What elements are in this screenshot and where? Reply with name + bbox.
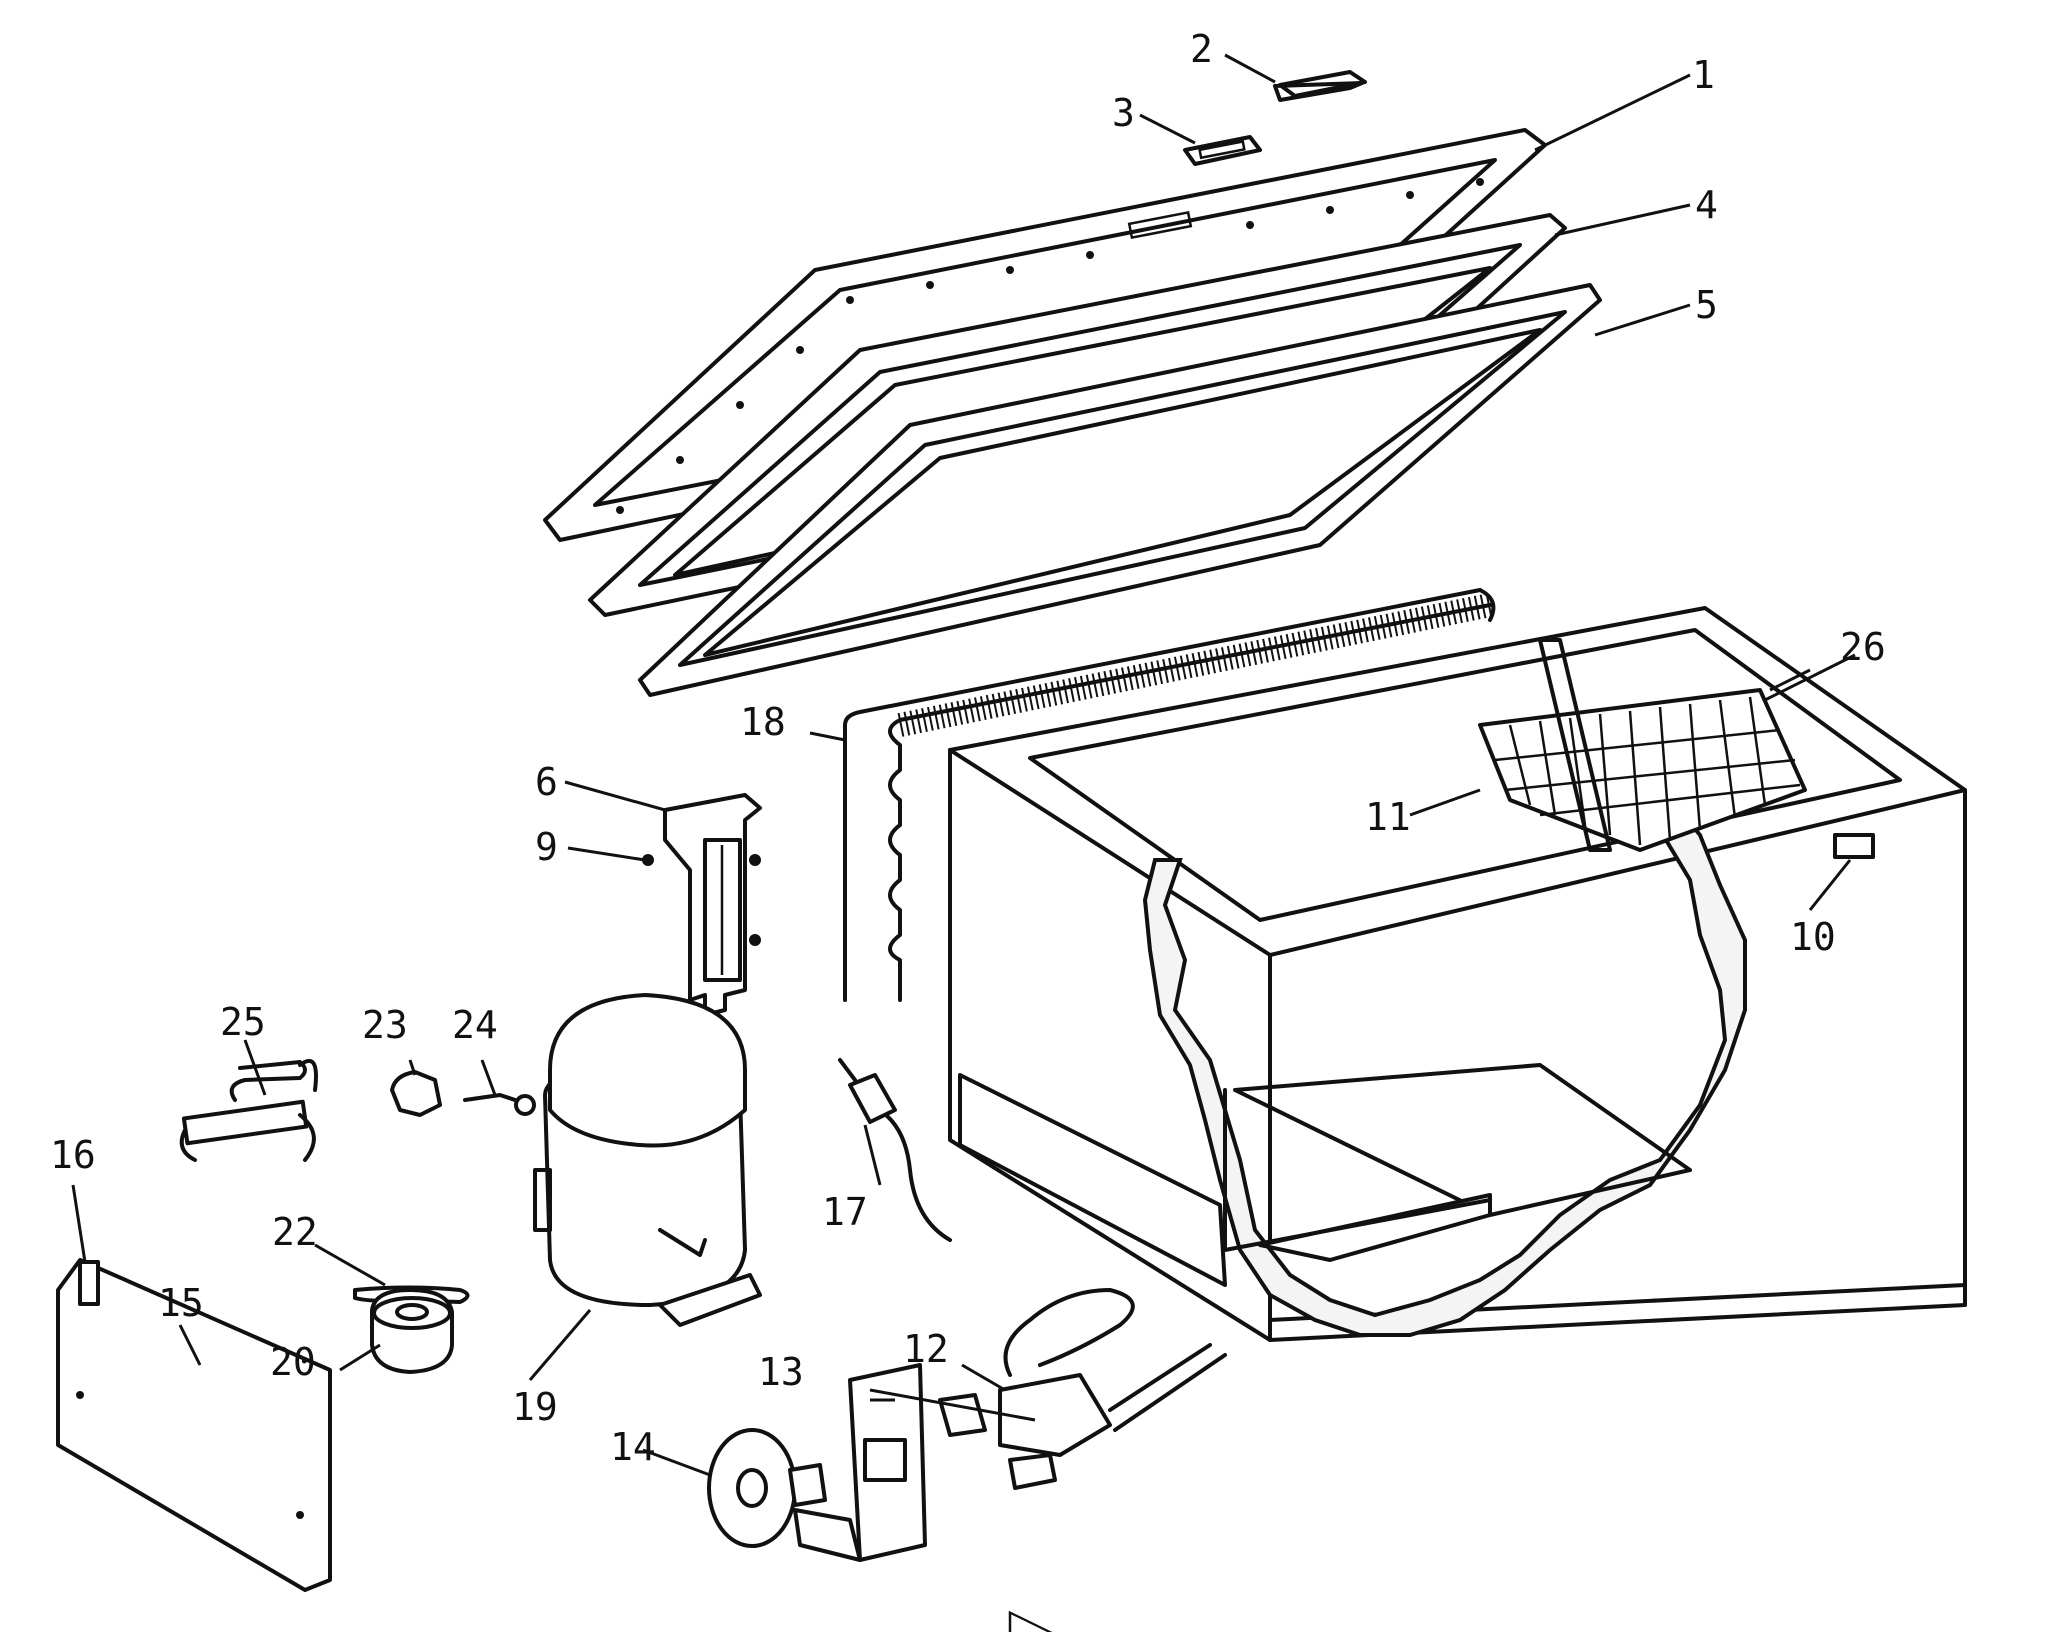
part-11-basket xyxy=(1478,638,1807,852)
part-18-condenser-coil xyxy=(843,588,1496,1002)
callout-14: 14 xyxy=(610,1425,656,1469)
part-14-knob xyxy=(707,1428,827,1548)
callout-16: 16 xyxy=(50,1133,96,1177)
callout-13: 13 xyxy=(758,1350,804,1394)
callout-26: 26 xyxy=(1840,625,1886,669)
callout-4: 4 xyxy=(1695,183,1718,227)
part-16-bracket xyxy=(78,1260,100,1306)
leader-lines xyxy=(71,53,1856,1477)
part-19-compressor xyxy=(533,993,762,1327)
callout-25: 25 xyxy=(220,1000,266,1044)
callout-2: 2 xyxy=(1190,27,1213,71)
callout-18: 18 xyxy=(740,700,786,744)
callout-10: 10 xyxy=(1790,915,1836,959)
part-10-label xyxy=(1833,833,1875,859)
part-17-power-cord xyxy=(838,1058,952,1242)
callout-labels: 1 2 3 4 5 6 9 10 11 12 13 14 15 16 17 18… xyxy=(50,27,1886,1469)
callout-23: 23 xyxy=(362,1003,408,1047)
part-24-wire xyxy=(463,1093,536,1116)
part-6-bracket xyxy=(663,793,762,1017)
callout-17: 17 xyxy=(822,1190,868,1234)
callout-9: 9 xyxy=(535,825,558,869)
part-20-grommet xyxy=(370,1288,454,1374)
part-12-cold-control xyxy=(938,1288,1227,1490)
callout-24: 24 xyxy=(452,1003,498,1047)
part-25-wire-harness xyxy=(179,1058,318,1162)
callout-5: 5 xyxy=(1695,283,1718,327)
part-26-cabinet xyxy=(948,606,1967,1632)
callout-20: 20 xyxy=(270,1340,316,1384)
callout-11: 11 xyxy=(1365,795,1411,839)
callout-12: 12 xyxy=(903,1327,949,1371)
part-2-cover xyxy=(1273,70,1367,102)
callout-6: 6 xyxy=(535,760,558,804)
part-23-overload xyxy=(390,1070,442,1117)
callout-1: 1 xyxy=(1692,53,1715,97)
part-13-control-bracket xyxy=(793,1363,927,1562)
part-5-gasket xyxy=(638,283,1602,697)
callout-22: 22 xyxy=(272,1210,318,1254)
part-9-screw xyxy=(642,854,654,866)
callout-19: 19 xyxy=(512,1385,558,1429)
part-3-cover xyxy=(1183,135,1262,166)
callout-3: 3 xyxy=(1112,91,1135,135)
callout-15: 15 xyxy=(158,1281,204,1325)
